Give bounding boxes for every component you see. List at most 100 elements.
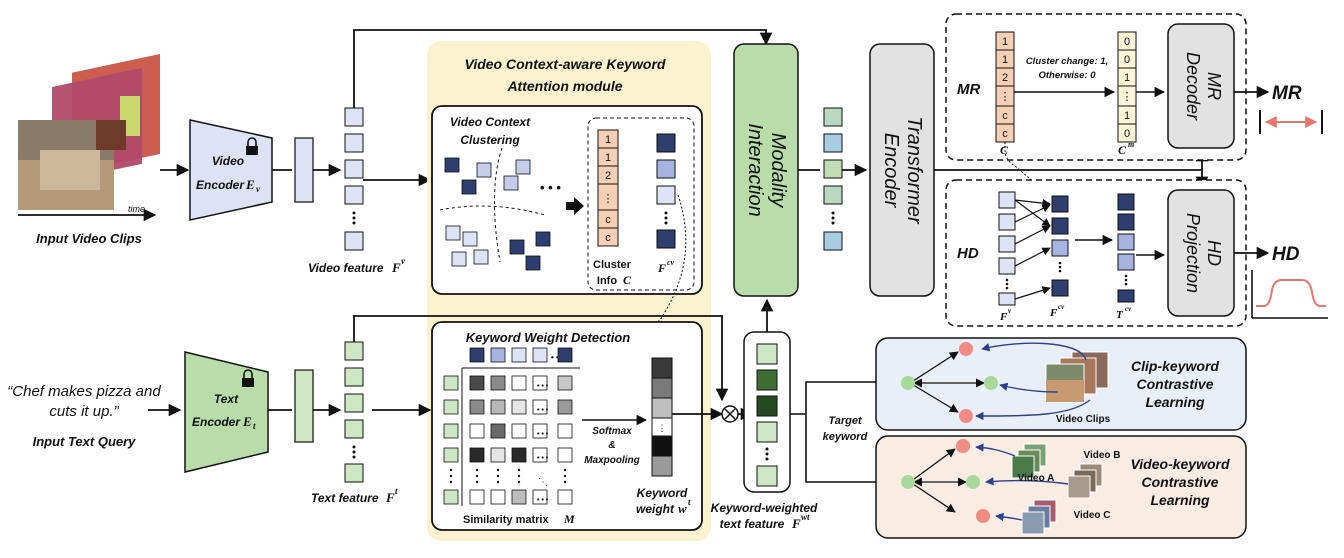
mr-token: 2 bbox=[1002, 72, 1008, 84]
clip-keyword-panel: Video Clips Clip-keyword Contrastive Lea… bbox=[875, 337, 1247, 431]
hd-box: HD F v F cv T cv HD bbox=[945, 179, 1247, 327]
weight-symbol: w bbox=[678, 501, 687, 516]
mr-token: 1 bbox=[1002, 36, 1008, 48]
row-ellipsis: • • • bbox=[537, 455, 549, 462]
mr-label: MR bbox=[957, 81, 980, 98]
mr-change-1: Cluster change: 1, bbox=[1026, 56, 1108, 67]
amp-label: & bbox=[608, 440, 615, 451]
hd-tcv: T bbox=[1116, 309, 1124, 321]
text-encoder-label2: Encoder bbox=[192, 415, 241, 429]
text-feature-symbol: F bbox=[385, 490, 395, 505]
cluster-token: 1 bbox=[605, 152, 611, 164]
clustering-ellipsis: • • • bbox=[540, 180, 561, 195]
transformer-label-1: Transformer bbox=[903, 116, 925, 225]
video-c-label: Video C bbox=[1073, 510, 1110, 521]
cluster-token: c bbox=[605, 214, 611, 226]
kw-feature-label2: text feature bbox=[720, 517, 785, 531]
hd-fv: F bbox=[999, 311, 1008, 323]
clip-kw-title-3: Learning bbox=[1145, 394, 1205, 410]
mr-decoder-label2: Decoder bbox=[1183, 52, 1203, 121]
text-pooled-bar bbox=[294, 369, 314, 443]
mr-token: c bbox=[1002, 128, 1008, 140]
matrix-label: Similarity matrix bbox=[463, 514, 549, 526]
hd-tcv-sup: cv bbox=[1125, 305, 1132, 313]
keyword-weighted-text-feature bbox=[743, 331, 791, 493]
mr-cm-sup: m bbox=[1128, 140, 1134, 149]
mr-bit: 1 bbox=[1124, 72, 1130, 84]
video-kw-title-2: Contrastive bbox=[1141, 474, 1218, 490]
mr-token: c bbox=[1002, 110, 1008, 122]
hd-fv-sup: v bbox=[1008, 307, 1012, 315]
text-feature-label: Text feature bbox=[311, 491, 379, 505]
input-video-clips: time Input Video Clips bbox=[18, 53, 160, 246]
hd-output-label: HD bbox=[1272, 244, 1300, 265]
fcv-sup: cv bbox=[667, 258, 675, 267]
mr-span-icon bbox=[1259, 110, 1323, 134]
clustering-title-1: Video Context bbox=[450, 115, 531, 129]
keyword-weight-label: Keyword bbox=[637, 486, 688, 500]
hd-projection-label: HD bbox=[1204, 240, 1224, 266]
text-encoder: Text Encoder E t bbox=[184, 351, 269, 473]
video-encoder: Video Encoder E v bbox=[189, 119, 273, 221]
input-video-caption: Input Video Clips bbox=[36, 231, 142, 246]
video-clips-label: Video Clips bbox=[1056, 414, 1111, 425]
kw-feature-sup: wt bbox=[801, 512, 810, 522]
modality-label-2: Interaction bbox=[744, 123, 766, 216]
cluster-info-symbol: C bbox=[623, 273, 632, 287]
mr-change-2: Otherwise: 0 bbox=[1038, 70, 1096, 81]
video-keyword-panel: Video A Video B Video C Video-keyword Co… bbox=[875, 435, 1247, 539]
keyword-detect-title: Keyword Weight Detection bbox=[466, 330, 631, 345]
modality-interaction: Modality Interaction bbox=[733, 43, 799, 297]
mr-bit: 0 bbox=[1124, 54, 1130, 66]
text-encoder-label: Text bbox=[214, 392, 239, 406]
cluster-info-label2: Info bbox=[597, 275, 617, 287]
clustering-title-2: Clustering bbox=[460, 133, 520, 147]
multiply-node bbox=[721, 405, 739, 423]
weight-dots: ⋮ bbox=[658, 423, 667, 433]
kw-ellipsis: • • • bbox=[551, 353, 564, 362]
modality-label-1: Modality bbox=[767, 133, 789, 208]
query-text-2: cuts it up.” bbox=[49, 403, 119, 420]
diag-dots: ⋱ bbox=[538, 477, 548, 488]
row-ellipsis: • • • bbox=[537, 431, 549, 438]
row-ellipsis: • • • bbox=[537, 383, 549, 390]
video-encoder-symbol: E bbox=[245, 177, 255, 192]
mr-bit: 0 bbox=[1124, 36, 1130, 48]
transformer-encoder: Transformer Encoder bbox=[869, 43, 935, 297]
vcka-title-2: Attention module bbox=[506, 78, 622, 94]
video-feature-column bbox=[344, 107, 364, 251]
video-encoder-sub: v bbox=[256, 184, 261, 194]
keyword-weight-label2: weight bbox=[636, 502, 675, 516]
fused-feature-column bbox=[823, 107, 843, 251]
mr-decoder-label: MR bbox=[1204, 72, 1224, 100]
target-keyword-label: Target bbox=[828, 415, 863, 427]
mr-cm-label: C bbox=[1118, 143, 1127, 157]
target-keyword-label2: keyword bbox=[823, 431, 868, 443]
query-text-1: “Chef makes pizza and bbox=[7, 383, 161, 400]
weight-sup: t bbox=[688, 497, 691, 507]
mr-bit: 1 bbox=[1124, 110, 1130, 122]
text-encoder-sub: t bbox=[253, 421, 256, 431]
video-encoder-label: Video bbox=[212, 154, 244, 168]
row-ellipsis: • • • bbox=[537, 407, 549, 414]
softmax-label: Softmax bbox=[592, 426, 632, 437]
video-a-label: Video A bbox=[1018, 473, 1055, 484]
video-encoder-label2: Encoder bbox=[196, 178, 245, 192]
video-feature-sup: v bbox=[401, 256, 406, 266]
hd-label: HD bbox=[957, 245, 979, 262]
hd-fcv: F bbox=[1049, 307, 1058, 319]
matrix-symbol: M bbox=[563, 512, 575, 526]
hd-curve-icon bbox=[1251, 270, 1328, 319]
text-encoder-symbol: E bbox=[242, 414, 252, 429]
cluster-info-label: Cluster bbox=[593, 259, 632, 271]
clip-kw-title-2: Contrastive bbox=[1136, 376, 1213, 392]
text-feature-sup: t bbox=[395, 486, 398, 496]
video-kw-title-1: Video-keyword bbox=[1130, 456, 1230, 472]
mr-token: ⋮ bbox=[1000, 91, 1011, 103]
cluster-token: 1 bbox=[605, 134, 611, 146]
mr-bit: 0 bbox=[1124, 128, 1130, 140]
video-kw-title-3: Learning bbox=[1150, 492, 1210, 508]
mr-box: MR 1 1 2 ⋮ c c C Cluster change: 1, Othe… bbox=[945, 13, 1247, 161]
video-b-label: Video B bbox=[1083, 450, 1120, 461]
